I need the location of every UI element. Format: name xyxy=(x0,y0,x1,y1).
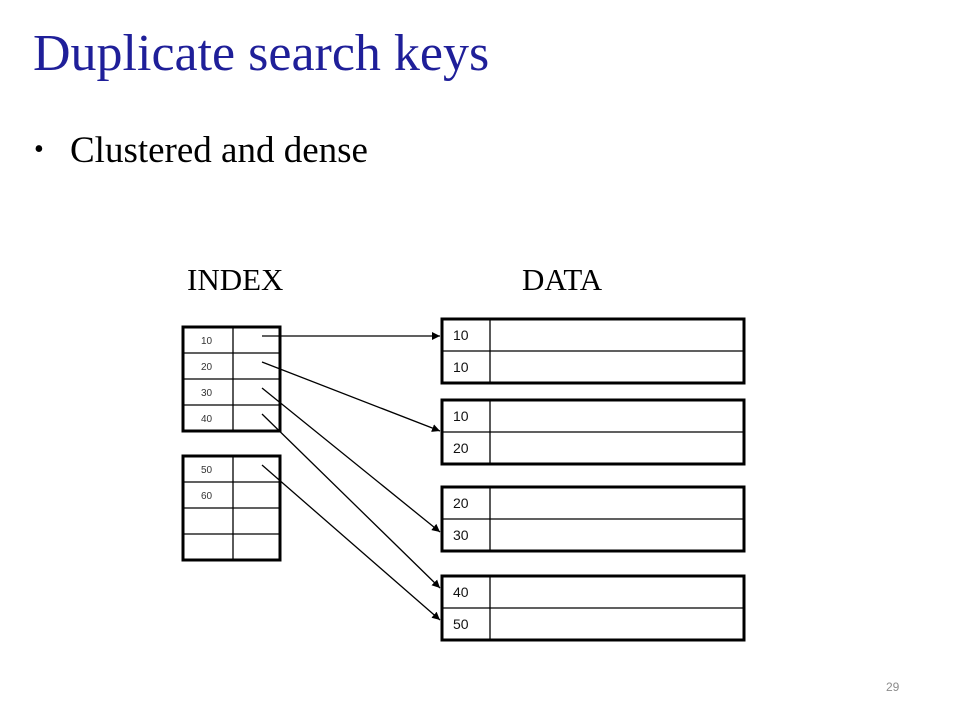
data-key: 10 xyxy=(453,359,469,375)
bullet-item: • Clustered and dense xyxy=(34,132,368,169)
index-block: 50 60 xyxy=(181,454,282,562)
pointer-arrows xyxy=(261,332,441,621)
bullet-marker: • xyxy=(34,134,44,165)
data-block: 10 20 xyxy=(440,398,746,466)
data-label: DATA xyxy=(522,262,603,297)
index-key: 40 xyxy=(201,414,213,425)
data-key: 10 xyxy=(453,408,469,424)
index-label: INDEX xyxy=(187,262,284,297)
data-block: 40 50 xyxy=(440,574,746,642)
data-key: 20 xyxy=(453,495,469,511)
pointer-arrow xyxy=(261,413,441,589)
page-number: 29 xyxy=(886,680,900,694)
index-key: 30 xyxy=(201,388,213,399)
index-key: 50 xyxy=(201,465,213,476)
index-key: 10 xyxy=(201,336,213,347)
index-key: 60 xyxy=(201,491,213,502)
pointer-arrow xyxy=(261,464,441,621)
data-key: 50 xyxy=(453,616,469,632)
index-blocks: 10 20 30 40 50 60 xyxy=(181,325,282,562)
index-block: 10 20 30 40 xyxy=(181,325,282,433)
data-block: 10 10 xyxy=(440,317,746,385)
data-key: 20 xyxy=(453,440,469,456)
bullet-text: Clustered and dense xyxy=(70,130,368,171)
index-key: 20 xyxy=(201,362,213,373)
pointer-arrow xyxy=(261,387,441,533)
pointer-arrow xyxy=(261,361,441,432)
data-key: 10 xyxy=(453,327,469,343)
slide-title: Duplicate search keys xyxy=(33,25,490,82)
data-key: 40 xyxy=(453,584,469,600)
data-key: 30 xyxy=(453,527,469,543)
